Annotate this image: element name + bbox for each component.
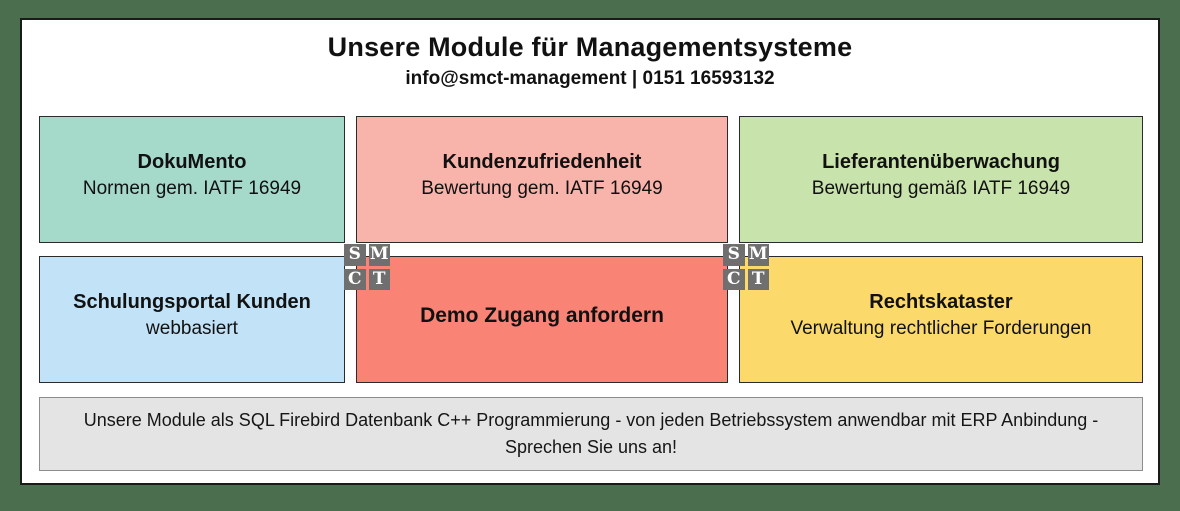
module-card-lieferantenueberwachung[interactable]: Lieferantenüberwachung Bewertung gemäß I…	[739, 116, 1143, 243]
module-card-title: Schulungsportal Kunden	[73, 291, 311, 314]
smct-logo-tile-t: T	[747, 268, 769, 290]
module-card-subtitle: Normen gem. IATF 16949	[82, 177, 302, 199]
module-card-kundenzufriedenheit[interactable]: Kundenzufriedenheit Bewertung gem. IATF …	[356, 116, 728, 243]
module-card-title: Demo Zugang anfordern	[420, 303, 664, 327]
module-card-title: Kundenzufriedenheit	[442, 151, 642, 174]
module-card-subtitle: Bewertung gem. IATF 16949	[421, 177, 663, 199]
module-card-rechtskataster[interactable]: Rechtskataster Verwaltung rechtlicher Fo…	[739, 256, 1143, 383]
module-card-dokumento[interactable]: DokuMento Normen gem. IATF 16949	[39, 116, 345, 243]
footer-note-text: Unsere Module als SQL Firebird Datenbank…	[83, 410, 1099, 457]
smct-logo-tile-c: C	[344, 268, 366, 290]
smct-logo-tile-s: S	[723, 244, 745, 266]
module-card-subtitle: Verwaltung rechtlicher Forderungen	[790, 317, 1092, 339]
footer-note: Unsere Module als SQL Firebird Datenbank…	[39, 397, 1143, 471]
smct-logo-tile-m: M	[368, 244, 390, 266]
module-card-subtitle: Bewertung gemäß IATF 16949	[811, 177, 1071, 199]
smct-logo-icon: S M C T	[344, 244, 390, 290]
module-card-title: Rechtskataster	[869, 291, 1013, 314]
smct-logo-tile-c: C	[723, 268, 745, 290]
smct-logo-tile-s: S	[344, 244, 366, 266]
module-card-title: DokuMento	[137, 151, 247, 174]
module-card-demo-zugang-anfordern[interactable]: Demo Zugang anfordern	[356, 256, 728, 383]
smct-logo-icon: S M C T	[723, 244, 769, 290]
module-row-1: DokuMento Normen gem. IATF 16949 Kundenz…	[39, 116, 1143, 243]
module-row-2: Schulungsportal Kunden webbasiert Demo Z…	[39, 256, 1143, 383]
module-grid: DokuMento Normen gem. IATF 16949 Kundenz…	[39, 116, 1143, 384]
page-title: Unsere Module für Managementsysteme	[327, 32, 853, 62]
module-card-title: Lieferantenüberwachung	[822, 151, 1060, 174]
module-card-subtitle: webbasiert	[146, 317, 238, 339]
header: Unsere Module für Managementsysteme info…	[22, 20, 1158, 91]
infographic-panel: Unsere Module für Managementsysteme info…	[20, 18, 1160, 485]
contact-line: info@smct-management | 0151 16593132	[405, 68, 775, 90]
smct-logo-tile-t: T	[368, 268, 390, 290]
smct-logo-tile-m: M	[747, 244, 769, 266]
module-card-schulungsportal-kunden[interactable]: Schulungsportal Kunden webbasiert	[39, 256, 345, 383]
